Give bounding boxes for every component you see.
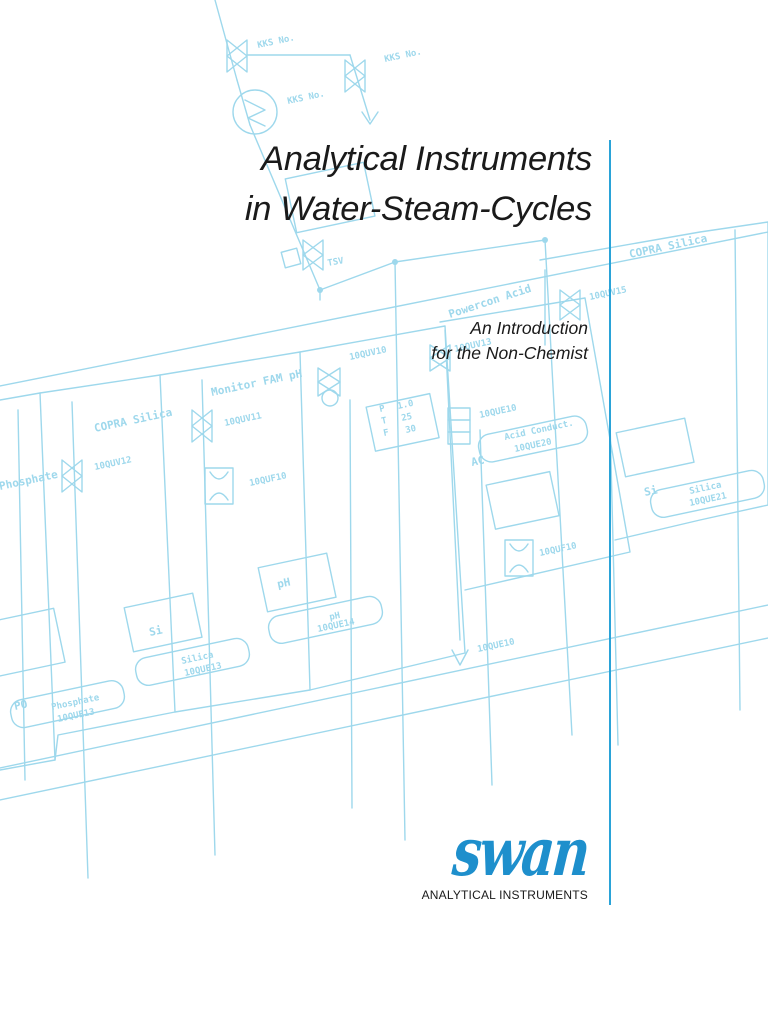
label-si-short-2: Si xyxy=(643,483,659,499)
brand-tagline: ANALYTICAL INSTRUMENTS xyxy=(421,888,588,902)
label-valve-qv12: 10QUV12 xyxy=(94,455,133,473)
label-phosphate-top: Phosphate xyxy=(0,468,59,493)
label-copra-silica-right: COPRA Silica xyxy=(628,232,708,261)
label-kks-1: KKS No. xyxy=(257,33,296,51)
title-line-1: Analytical Instruments xyxy=(261,140,592,178)
label-valve-qv11: 10QUV11 xyxy=(224,411,263,429)
label-f: F xyxy=(383,428,390,439)
label-ac-short: AC xyxy=(470,453,486,468)
subtitle-line-2: for the Non-Chemist xyxy=(431,343,588,363)
label-kks-3: KKS No. xyxy=(287,89,326,107)
label-ph-short: pH xyxy=(276,575,292,590)
brand-wordmark: swan xyxy=(450,813,592,891)
label-val-1: 1.0 xyxy=(397,399,415,412)
label-valve-qf10-b: 10QUF10 xyxy=(539,541,578,559)
label-ph-box: pH xyxy=(329,611,342,623)
label-val-2: 25 xyxy=(401,412,414,424)
label-monitor-ph: Monitor FAM pH xyxy=(210,367,303,399)
label-valve-qe10: 10QUE10 xyxy=(479,403,518,421)
label-valve-qv10: 10QUV10 xyxy=(349,345,388,363)
label-po-short: PO xyxy=(13,697,29,713)
label-copra-silica-mid: COPRA Silica xyxy=(93,406,173,435)
label-t: T xyxy=(381,416,389,427)
label-kks-2: KKS No. xyxy=(384,47,423,65)
label-si-short-1: Si xyxy=(148,623,164,639)
subtitle-block: An Introduction for the Non-Chemist xyxy=(431,316,588,366)
subtitle-line-1: An Introduction xyxy=(470,318,588,338)
label-drain-qe10: 10QUE10 xyxy=(477,637,516,655)
label-tsv: TSV xyxy=(327,256,345,269)
accent-rule xyxy=(609,140,611,905)
brand-logo: swan ANALYTICAL INSTRUMENTS xyxy=(415,813,592,902)
label-val-3: 30 xyxy=(405,424,418,436)
title-line-2: in Water-Steam-Cycles xyxy=(244,190,592,228)
label-p: P xyxy=(379,404,387,415)
label-valve-qf10-a: 10QUF10 xyxy=(249,471,288,489)
title-block: Analytical Instruments in Water-Steam-Cy… xyxy=(245,134,592,234)
